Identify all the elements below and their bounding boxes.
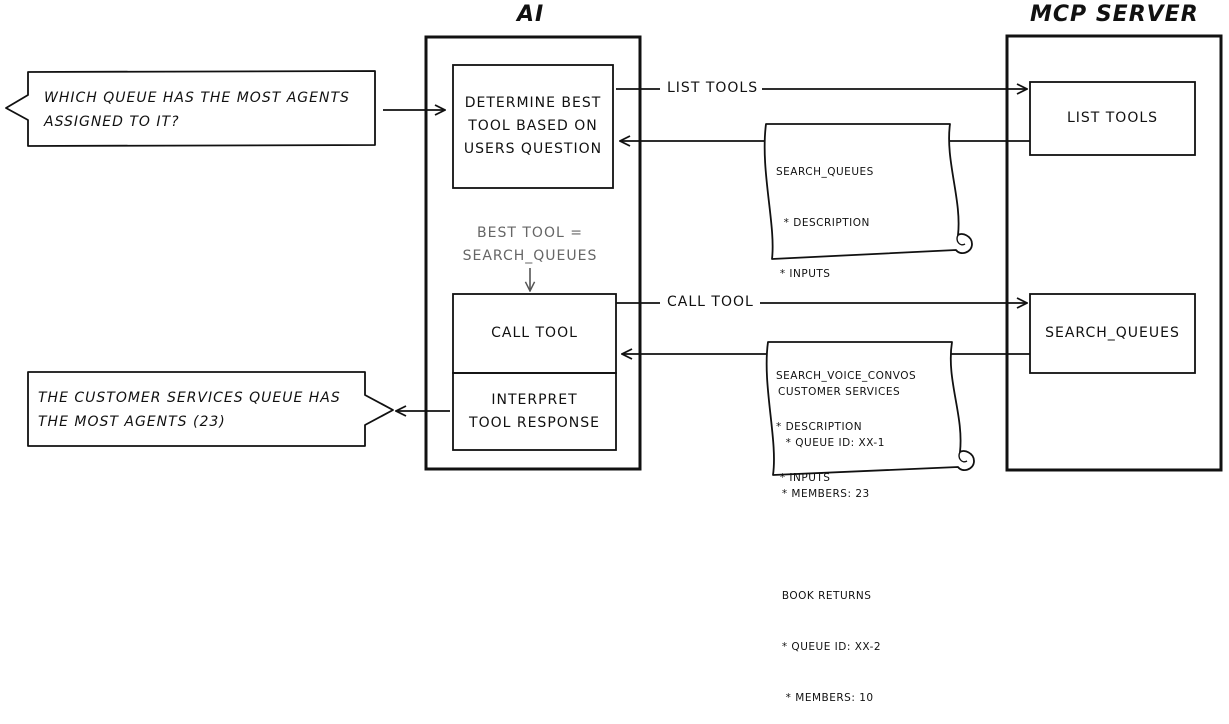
interpret-response-label: INTERPRET TOOL RESPONSE (469, 391, 600, 431)
mcp-server-lane (1005, 34, 1223, 472)
best-tool-label: BEST TOOL = SEARCH_QUEUES (462, 225, 598, 264)
tools-list-scroll-curl (956, 234, 966, 246)
determine-tool-label: DETERMINE BEST TOOL BASED ON USERS QUEST… (463, 95, 603, 157)
tools-list-text: SEARCH_QUEUES * DESCRIPTION * INPUTS SEA… (776, 130, 916, 504)
tool-response-text: CUSTOMER SERVICES * QUEUE ID: XX-1 * MEM… (778, 350, 900, 724)
list-tools-box-label: LIST TOOLS (1066, 110, 1159, 126)
search-queues-box-label: SEARCH_QUEUES (1045, 325, 1180, 341)
call-tool-label: CALL TOOL (491, 325, 578, 341)
ai-lane-title: AI (517, 2, 545, 27)
tool-response-line: CUSTOMER SERVICES (778, 386, 901, 398)
tools-list-line: * INPUTS (776, 268, 831, 280)
diagram-canvas (5, 34, 1223, 476)
call-tool-arrow-label: CALL TOOL (667, 294, 754, 310)
tools-list-scroll (763, 123, 973, 260)
search-queues-box (1029, 293, 1196, 374)
tools-list-line: * DESCRIPTION (776, 217, 870, 229)
list-tools-box (1029, 81, 1196, 156)
ai-answer-bubble (27, 371, 394, 447)
interpret-response-box (452, 372, 617, 451)
determine-tool-box (452, 64, 614, 189)
tools-list-line: SEARCH_VOICE_CONVOS (776, 370, 917, 382)
tool-response-scroll-curl (958, 451, 968, 463)
tools-list-line: * INPUTS (776, 472, 831, 484)
tools-list-line: SEARCH_QUEUES (776, 166, 874, 178)
tool-response-line (778, 537, 900, 554)
user-question-bubble (5, 70, 376, 147)
tool-response-line: BOOK RETURNS (778, 590, 872, 602)
tool-response-scroll (765, 341, 975, 476)
tool-response-line: * MEMBERS: 23 (778, 488, 870, 500)
mcp-server-lane-title: MCP SERVER (1030, 2, 1199, 27)
ai-lane (424, 35, 642, 471)
tool-response-line: * QUEUE ID: XX-2 (778, 641, 882, 653)
ai-answer-text: THE CUSTOMER SERVICES QUEUE HAS THE MOST… (38, 390, 341, 430)
tool-response-line: * MEMBERS: 10 (778, 692, 874, 704)
tools-list-line (776, 317, 916, 334)
tools-list-line: * DESCRIPTION (776, 421, 863, 433)
list-tools-arrow-label: LIST TOOLS (667, 80, 759, 96)
tool-response-line: * QUEUE ID: XX-1 (778, 437, 885, 449)
user-question-text: WHICH QUEUE HAS THE MOST AGENTS ASSIGNED… (44, 90, 350, 130)
